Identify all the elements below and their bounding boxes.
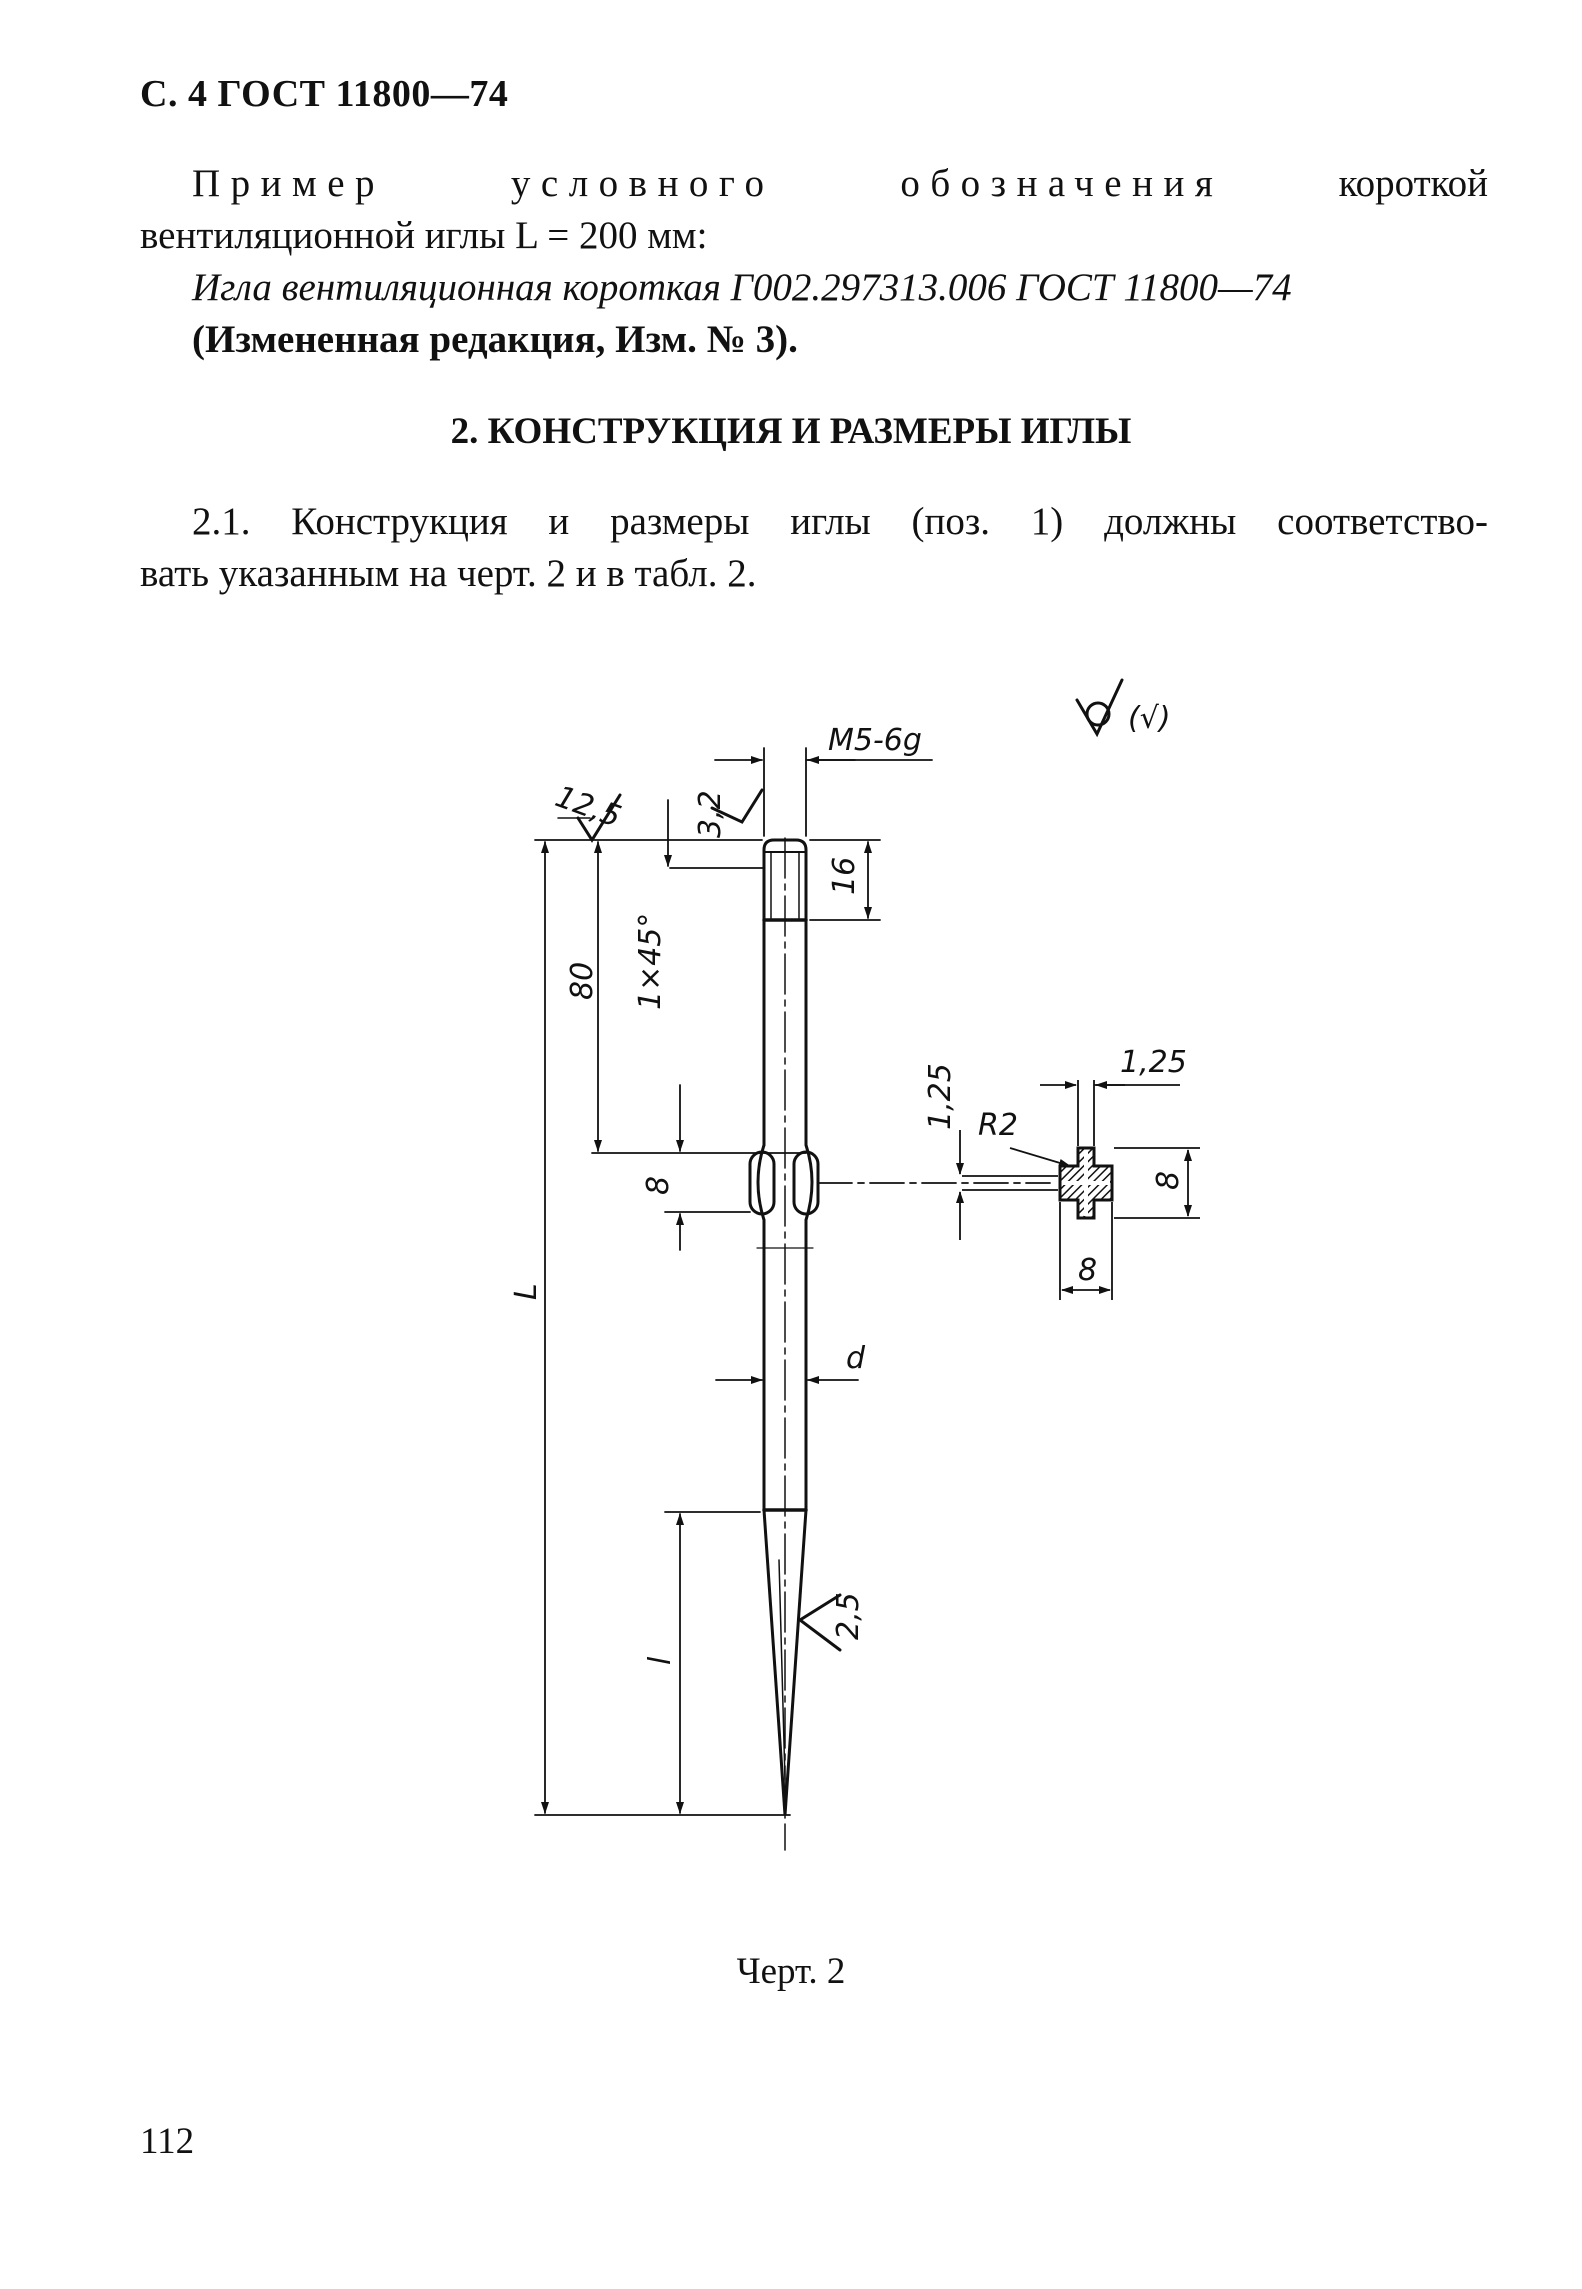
- dim-l-label: l: [643, 1656, 678, 1665]
- example-line-1: Пример условного обозначения короткой: [192, 158, 1488, 210]
- dim-d-label: d: [846, 1341, 866, 1376]
- page-header: С. 4 ГОСТ 11800—74: [140, 73, 509, 115]
- example-designation: Игла вентиляционная короткая Г002.297313…: [192, 266, 1292, 309]
- figure-caption: Черт. 2: [736, 1951, 846, 1992]
- dim-L-label: L: [509, 1283, 544, 1300]
- section-8-bottom-label: 8: [1078, 1253, 1097, 1288]
- roughness-top-icon: [576, 793, 622, 843]
- needle-thread: [762, 838, 808, 922]
- extension-lines: [534, 747, 1051, 1816]
- section-radius-label: R2: [978, 1108, 1018, 1143]
- needle-shaft: [756, 918, 814, 1512]
- example-spaced-heading: Пример условного обозначения: [192, 162, 1224, 205]
- example-line-1-rest: короткой: [1338, 162, 1488, 205]
- dim-16-label: 16: [827, 857, 862, 895]
- clause-line-1: 2.1. Конструкция и размеры иглы (поз. 1)…: [192, 500, 1488, 543]
- section-125-top-label: 1,25: [1120, 1045, 1187, 1080]
- needle-slot: [748, 1143, 820, 1222]
- dim-80-label: 80: [565, 962, 600, 1000]
- roughness-top-label: 12,5: [551, 779, 626, 835]
- amendment-note: (Измененная редакция, Изм. № 3).: [192, 318, 798, 361]
- roughness-thread-icon: [710, 788, 764, 824]
- section-title: 2. КОНСТРУКЦИЯ И РАЗМЕРЫ ИГЛЫ: [450, 411, 1132, 452]
- roughness-tip-icon: [797, 1593, 842, 1652]
- roughness-thread-label: 3,2: [693, 790, 728, 838]
- page-number: 112: [140, 2121, 195, 2162]
- roughness-general-label: (√): [1128, 701, 1171, 736]
- thread-label: M5-6g: [828, 723, 922, 758]
- section-8-side-label: 8: [1151, 1171, 1186, 1190]
- roughness-tip-label: 2,5: [831, 1592, 866, 1640]
- dim-slot-label: 8: [641, 1176, 676, 1195]
- section-125-side-label: 1,25: [923, 1063, 958, 1130]
- slot-cross-section: [956, 1080, 1200, 1300]
- roughness-general-icon: [1075, 678, 1124, 738]
- needle-drawing: (√) M5-6g 12,5 3,2 16 80 1×45° 8 L d l 2…: [509, 678, 1200, 1851]
- clause-line-2: вать указанным на черт. 2 и в табл. 2.: [140, 552, 757, 595]
- chamfer-label: 1×45°: [633, 913, 668, 1010]
- example-line-2: вентиляционной иглы L = 200 мм:: [140, 214, 708, 257]
